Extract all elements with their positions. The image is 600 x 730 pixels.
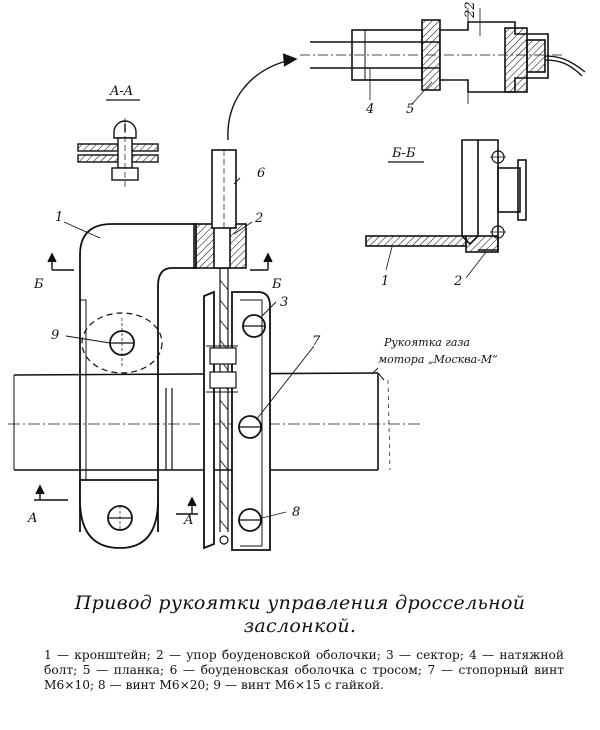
handle-note-line-1: Рукоятка газа	[383, 336, 470, 349]
callout-leaders	[63, 177, 379, 519]
label-3: 3	[280, 295, 288, 310]
section-aa-title: A-A	[109, 84, 133, 99]
throttle-cable	[219, 268, 229, 545]
section-bb-detail	[365, 139, 527, 279]
cut-label-b-right: Б	[271, 277, 282, 292]
label-7: 7	[312, 334, 321, 349]
cut-label-a-left: A	[27, 511, 37, 526]
label-1: 1	[55, 210, 63, 225]
bracket-1	[79, 223, 197, 549]
throttle-drive-drawing: 22 4 5 A-A Б-Б 1 2	[8, 1, 586, 551]
section-bb-label-1: 1	[381, 274, 389, 289]
section-aa-detail	[77, 118, 159, 190]
label-4: 4	[365, 102, 374, 117]
figure-caption: Привод рукоятки управления дроссельной з…	[0, 592, 600, 638]
label-6: 6	[257, 166, 265, 181]
cut-label-b-left: Б	[33, 277, 44, 292]
label-5: 5	[406, 102, 414, 117]
figure-title: Привод рукоятки управления дроссельной з…	[74, 592, 526, 637]
reference-arrow	[227, 53, 298, 141]
bowden-housing-6	[211, 149, 237, 229]
tension-bolt-detail	[300, 8, 586, 105]
label-8: 8	[292, 505, 300, 520]
dimension-22: 22	[463, 1, 478, 19]
handle-note-line-2: мотора „Москва-М“	[378, 353, 498, 366]
section-cut-markers	[34, 252, 273, 515]
section-bb-label-2: 2	[453, 274, 462, 289]
label-2: 2	[254, 211, 263, 226]
sector-3	[203, 290, 271, 551]
section-bb-title: Б-Б	[391, 146, 416, 161]
cut-label-a-right: A	[183, 513, 193, 528]
bowden-stop-2	[193, 223, 247, 269]
figure-legend: 1 — кронштейн; 2 — упор боуденовской обо…	[44, 648, 564, 692]
label-9: 9	[51, 328, 59, 343]
